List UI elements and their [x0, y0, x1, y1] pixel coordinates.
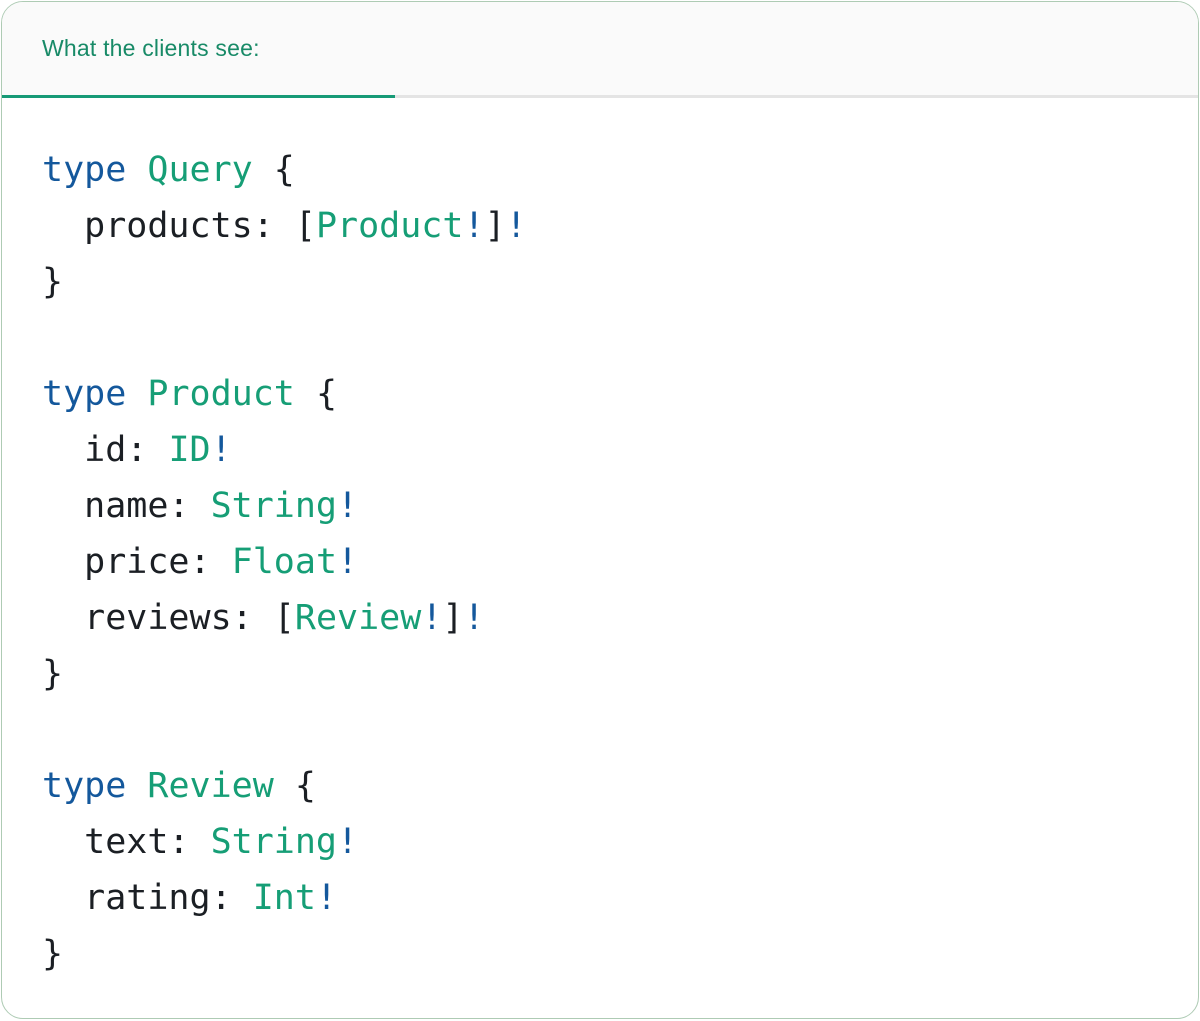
code-line: [42, 702, 1158, 758]
code-token: }: [42, 262, 64, 302]
code-token: Review: [147, 766, 274, 806]
code-token: !: [337, 542, 359, 582]
code-token: reviews: [: [42, 598, 295, 638]
code-token: ]: [442, 598, 464, 638]
code-line: reviews: [Review!]!: [42, 590, 1158, 646]
code-line: id: ID!: [42, 422, 1158, 478]
code-token: [126, 766, 147, 806]
code-token: !: [421, 598, 443, 638]
code-line: [42, 310, 1158, 366]
code-line: type Query {: [42, 142, 1158, 198]
code-token: }: [42, 654, 64, 694]
code-token: !: [463, 598, 485, 638]
code-token: Product: [315, 206, 464, 246]
code-token: products: [: [42, 206, 316, 246]
code-line: }: [42, 646, 1158, 702]
code-token: Review: [294, 598, 422, 638]
code-token: !: [315, 878, 338, 918]
code-line: }: [42, 254, 1158, 310]
code-line: price: Float!: [42, 534, 1158, 590]
code-token: name:: [42, 486, 211, 526]
code-token: price:: [42, 542, 232, 582]
code-line: type Product {: [42, 366, 1158, 422]
code-token: type: [42, 766, 127, 806]
code-token: ID: [168, 430, 211, 470]
code-line: name: String!: [42, 478, 1158, 534]
code-token: [126, 374, 147, 414]
code-token: !: [210, 430, 232, 470]
code-token: !: [337, 486, 359, 526]
code-token: id:: [42, 430, 169, 470]
code-token: Int: [252, 878, 316, 918]
code-token: }: [42, 934, 64, 974]
code-block: type Query { products: [Product!]!} type…: [2, 98, 1198, 982]
code-token: !: [505, 206, 527, 246]
code-token: type: [42, 374, 127, 414]
code-line: text: String!: [42, 814, 1158, 870]
code-line: rating: Int!: [42, 870, 1158, 926]
code-token: Query: [147, 150, 253, 190]
code-token: !: [463, 206, 485, 246]
code-token: !: [337, 822, 359, 862]
code-line: products: [Product!]!: [42, 198, 1158, 254]
tab-bar: What the clients see:: [2, 2, 1198, 98]
code-token: String: [210, 822, 338, 862]
code-token: ]: [484, 206, 506, 246]
tab-label: What the clients see:: [42, 35, 260, 61]
code-token: {: [294, 374, 338, 414]
tab-what-clients-see[interactable]: What the clients see:: [2, 2, 395, 98]
code-token: [126, 150, 147, 190]
code-token: {: [252, 150, 295, 190]
code-token: type: [42, 150, 127, 190]
code-line: type Review {: [42, 758, 1158, 814]
code-token: Product: [147, 374, 295, 414]
code-token: Float: [231, 542, 338, 582]
code-token: rating:: [42, 878, 253, 918]
code-line: }: [42, 926, 1158, 982]
code-token: {: [273, 766, 316, 806]
code-token: text:: [42, 822, 211, 862]
code-token: String: [210, 486, 338, 526]
